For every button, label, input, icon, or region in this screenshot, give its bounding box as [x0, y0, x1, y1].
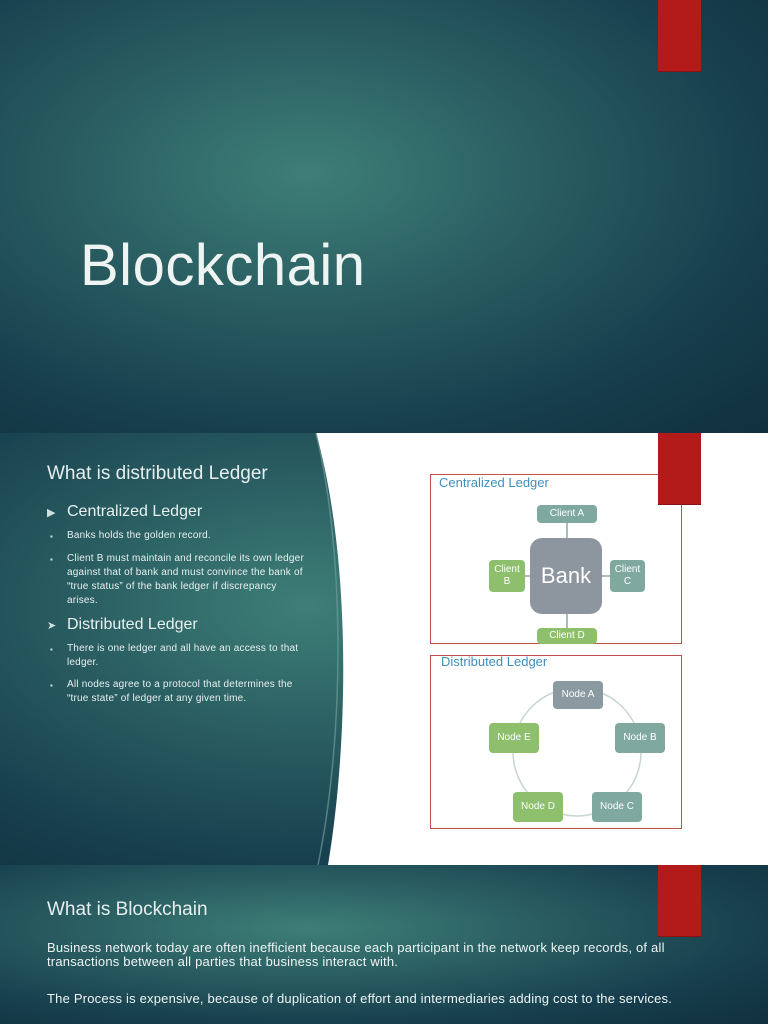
client-d-node: Client D — [537, 628, 597, 644]
bullet-list: ▶ Centralized Ledger ▪ Banks holds the g… — [47, 503, 307, 714]
node-c: Node C — [592, 792, 642, 822]
red-accent-tab — [658, 0, 701, 72]
list-item: ▪ There is one ledger and all have an ac… — [47, 642, 307, 670]
list-item-text: There is one ledger and all have an acce… — [67, 643, 299, 668]
slide-heading: What is Blockchain — [47, 899, 208, 920]
what-is-blockchain-slide: What is Blockchain Business network toda… — [0, 865, 768, 1024]
bank-node: Bank — [530, 538, 602, 614]
list-item: ▪ All nodes agree to a protocol that det… — [47, 678, 307, 706]
section-heading: ▶ Centralized Ledger — [47, 503, 307, 521]
section-label: Distributed Ledger — [67, 616, 198, 633]
list-item: ▪ Client B must maintain and reconcile i… — [47, 552, 307, 608]
list-item: ▪ Banks holds the golden record. — [47, 529, 307, 544]
diagram-title: Centralized Ledger — [439, 475, 549, 490]
node-e: Node E — [489, 723, 539, 753]
arrow-bullet-icon: ➤ — [47, 619, 57, 632]
node-b: Node B — [615, 723, 665, 753]
distributed-ledger-diagram: Distributed Ledger Node A Node B Node C … — [430, 654, 682, 829]
client-c-node: Client C — [610, 560, 645, 592]
triangle-bullet-icon: ▶ — [47, 506, 56, 519]
list-item-text: Banks holds the golden record. — [67, 530, 211, 541]
distributed-ledger-slide: What is distributed Ledger ▶ Centralized… — [0, 433, 768, 865]
client-a-node: Client A — [537, 505, 597, 523]
square-bullet-icon: ▪ — [50, 645, 53, 654]
red-accent-tab — [658, 865, 701, 937]
title-slide: Blockchain — [0, 0, 768, 433]
client-b-node: Client B — [489, 560, 525, 592]
slide-heading: What is distributed Ledger — [47, 463, 268, 484]
list-item-text: Client B must maintain and reconcile its… — [67, 553, 304, 606]
square-bullet-icon: ▪ — [50, 532, 53, 541]
square-bullet-icon: ▪ — [50, 681, 53, 690]
node-a: Node A — [553, 681, 603, 709]
diagram-title: Distributed Ledger — [441, 654, 548, 669]
centralized-ledger-diagram: Centralized Ledger Client A Bank Client … — [430, 474, 682, 644]
list-item-text: All nodes agree to a protocol that deter… — [67, 679, 293, 704]
node-d: Node D — [513, 792, 563, 822]
paragraph: Business network today are often ineffic… — [47, 940, 665, 969]
section-heading: ➤ Distributed Ledger — [47, 616, 307, 634]
square-bullet-icon: ▪ — [50, 555, 53, 564]
paragraph: The Process is expensive, because of dup… — [47, 991, 673, 1006]
section-label: Centralized Ledger — [67, 503, 203, 520]
red-accent-tab — [658, 433, 701, 505]
slide-title: Blockchain — [80, 233, 366, 298]
